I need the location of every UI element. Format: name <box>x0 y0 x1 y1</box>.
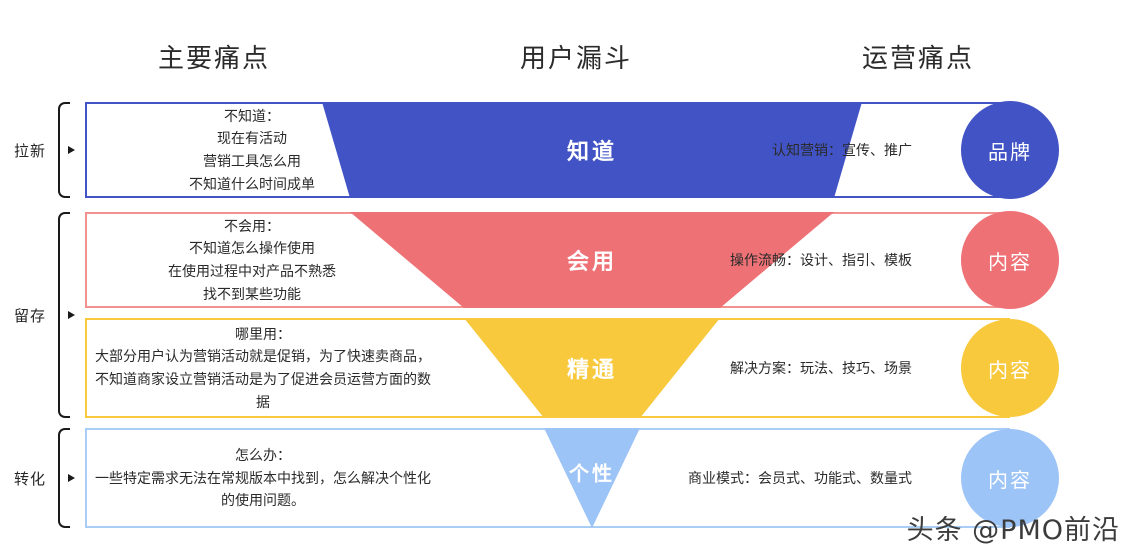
stage-group-conversion: 转化 <box>0 428 90 528</box>
badge-brand[interactable]: 品牌 <box>961 101 1059 199</box>
header-pain-points: 主要痛点 <box>158 43 271 73</box>
funnel-segment-label: 精通 <box>566 357 617 382</box>
bracket-nub-icon <box>68 146 75 154</box>
header-ops-pain-points: 运营痛点 <box>862 43 975 73</box>
stage-brackets: 拉新 留存 转化 <box>0 0 90 553</box>
ops-pain-text: 商业模式：会员式、功能式、数量式 <box>688 470 912 486</box>
stage-group-retention: 留存 <box>0 212 90 418</box>
bracket-shape-conversion <box>54 428 75 528</box>
bracket-nub-icon <box>68 474 75 482</box>
funnel-row-personalized[interactable]: 怎么办： 一些特定需求无法在常规版本中找到，怎么解决个性化的使用问题。 个性 商… <box>85 428 1059 528</box>
pain-point-title: 不会用： <box>224 217 280 234</box>
funnel-segment-proficient: 精通 <box>322 318 862 418</box>
funnel-segment-usable: 会用 <box>322 212 862 308</box>
ops-pain-text: 认知营销：宣传、推广 <box>772 142 912 158</box>
column-headers: 主要痛点 用户漏斗 运营痛点 <box>0 38 1134 84</box>
pain-point-title: 不知道： <box>224 107 280 124</box>
funnel-segment-personalized: 个性 <box>322 428 862 528</box>
bracket-shape-acquisition <box>54 102 75 198</box>
badge-content[interactable]: 内容 <box>961 429 1059 527</box>
funnel-rows: 不知道： 现在有活动 营销工具怎么用 不知道什么时间成单 知道 认知营销：宣传、… <box>85 0 1134 553</box>
funnel-row-usable[interactable]: 不会用： 不知道怎么操作使用 在使用过程中对产品不熟悉 找不到某些功能 会用 操… <box>85 211 1059 309</box>
funnel-segment-label: 知道 <box>566 139 617 164</box>
bracket-nub-icon <box>68 311 75 319</box>
pain-point-line: 营销工具怎么用 <box>203 153 301 169</box>
bracket-shape-retention <box>54 212 75 418</box>
funnel-row-proficient[interactable]: 哪里用： 大部分用户认为营销活动就是促销，为了快速卖商品，不知道商家设立营销活动… <box>85 318 1059 418</box>
ops-pain-text: 操作流畅：设计、指引、模板 <box>730 252 912 268</box>
funnel-segment-label: 个性 <box>569 463 615 486</box>
pain-point-line: 找不到某些功能 <box>203 285 301 302</box>
funnel-row-awareness[interactable]: 不知道： 现在有活动 营销工具怎么用 不知道什么时间成单 知道 认知营销：宣传、… <box>85 101 1059 199</box>
pain-point-line: 在使用过程中对产品不熟悉 <box>168 263 336 279</box>
stage-label-conversion: 转化 <box>13 470 46 488</box>
funnel-segment-label: 会用 <box>566 249 617 274</box>
badge-content[interactable]: 内容 <box>961 211 1059 309</box>
stage-label-acquisition: 拉新 <box>13 142 46 160</box>
stage-label-retention: 留存 <box>13 307 46 325</box>
pain-point-title: 怎么办： <box>235 446 291 463</box>
pain-point-line: 现在有活动 <box>217 130 287 147</box>
pain-point-line: 不知道怎么操作使用 <box>189 240 315 257</box>
header-user-funnel: 用户漏斗 <box>520 43 633 73</box>
badge-content[interactable]: 内容 <box>961 319 1059 417</box>
pain-point-line: 不知道什么时间成单 <box>189 175 315 192</box>
funnel-segment-awareness: 知道 <box>322 102 862 198</box>
watermark: 头条 @PMO前沿 <box>906 515 1120 546</box>
pain-point-title: 哪里用： <box>235 325 291 342</box>
ops-pain-text: 解决方案：玩法、技巧、场景 <box>730 360 912 376</box>
stage-group-acquisition: 拉新 <box>0 102 90 198</box>
